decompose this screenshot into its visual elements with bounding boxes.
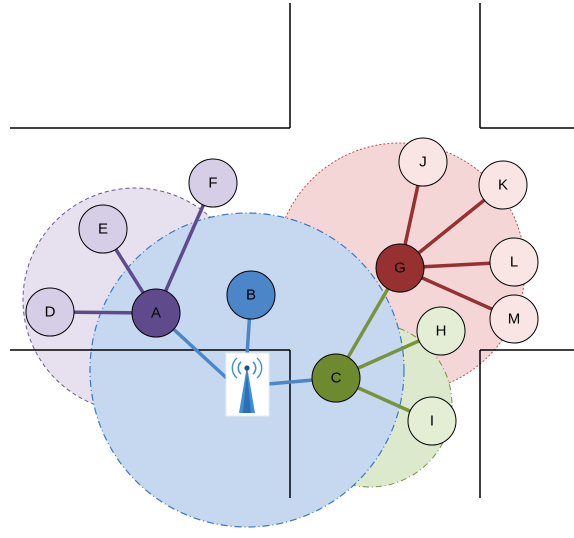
node-m-label: M <box>508 311 521 328</box>
node-b-label: B <box>246 287 256 304</box>
node-g: G <box>375 243 425 293</box>
node-f-label: F <box>208 175 217 192</box>
node-i: I <box>407 396 457 446</box>
node-c: C <box>311 353 361 403</box>
node-j-label: J <box>419 154 427 171</box>
node-d: D <box>25 287 75 337</box>
node-f: F <box>188 158 238 208</box>
node-d-label: D <box>45 304 56 321</box>
node-b: B <box>226 270 276 320</box>
node-e: E <box>78 204 128 254</box>
wireless-antenna-icon <box>225 352 270 417</box>
node-k: K <box>478 160 528 210</box>
node-l-label: L <box>510 254 518 271</box>
node-m: M <box>489 294 539 344</box>
node-j: J <box>398 137 448 187</box>
node-h: H <box>416 306 466 356</box>
node-k-label: K <box>498 177 508 194</box>
node-c-label: C <box>331 370 342 387</box>
node-h-label: H <box>436 323 447 340</box>
node-a: A <box>131 288 181 338</box>
node-e-label: E <box>98 221 108 238</box>
node-a-label: A <box>151 305 161 322</box>
node-i-label: I <box>430 413 434 430</box>
node-l: L <box>489 237 539 287</box>
node-g-label: G <box>394 260 406 277</box>
walls <box>10 3 574 498</box>
